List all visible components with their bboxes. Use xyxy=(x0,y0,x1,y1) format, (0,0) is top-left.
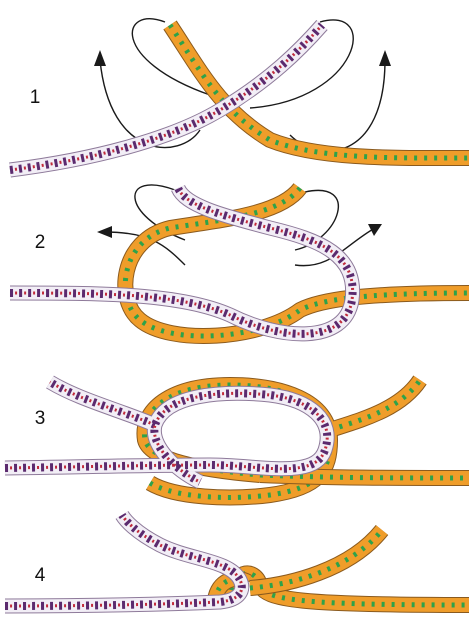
step-2-illustration xyxy=(10,185,469,336)
step-4-orange-rope xyxy=(215,530,469,605)
step-3-number: 3 xyxy=(30,408,50,430)
step-2-left-arrowhead xyxy=(97,226,112,238)
step-1-illustration xyxy=(10,19,469,170)
step-4-white-rope xyxy=(5,515,242,606)
step-3-illustration xyxy=(5,380,469,497)
step-1-orange-rope xyxy=(170,25,469,158)
step-4-illustration xyxy=(5,515,469,606)
step-2-right-arrowhead xyxy=(368,224,382,236)
step-1-right-curve xyxy=(250,20,353,108)
step-2-number: 2 xyxy=(30,232,50,254)
step-1-right-arrowhead xyxy=(379,50,391,66)
step-1-number: 1 xyxy=(25,87,45,109)
step-1-left-arrowhead xyxy=(94,50,106,66)
step-4-number: 4 xyxy=(30,565,50,587)
step-2-orange-rope xyxy=(125,188,469,336)
step-1-right-arrow xyxy=(290,60,385,151)
